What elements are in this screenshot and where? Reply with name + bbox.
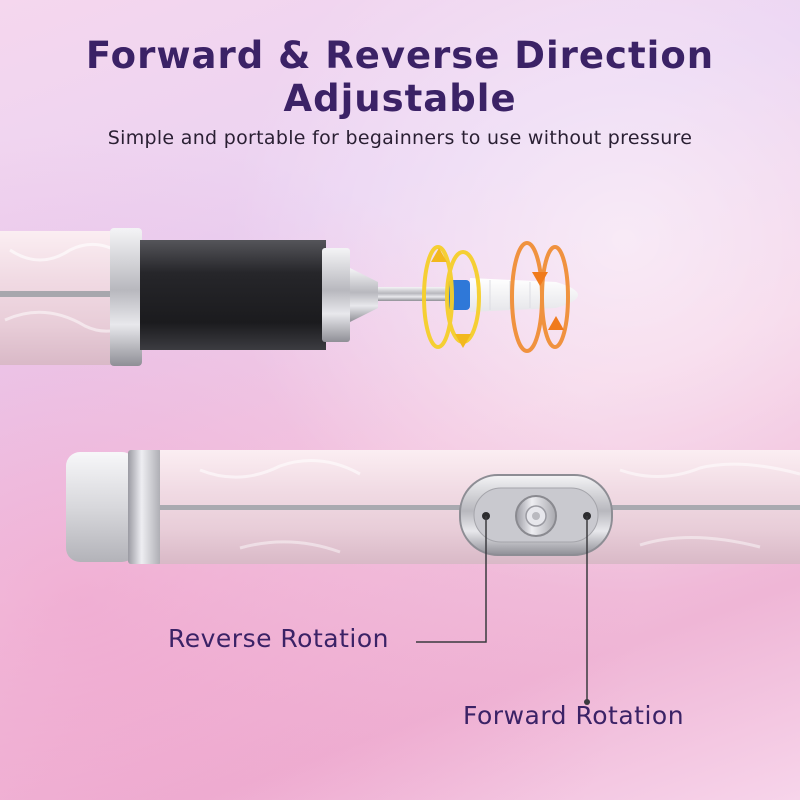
- lower-pen: [66, 450, 800, 564]
- ceramic-bit: [470, 278, 578, 312]
- reverse-rotation-label: Reverse Rotation: [168, 624, 389, 653]
- bit-shank: [378, 287, 448, 301]
- forward-rotation-label: Forward Rotation: [463, 701, 685, 730]
- arrow-up-icon: [548, 316, 564, 330]
- upper-nose-cone: [322, 248, 350, 342]
- arrow-up-icon: [431, 248, 447, 262]
- forward-rotation-rings: [510, 241, 570, 353]
- subheadline: Simple and portable for begainners to us…: [107, 127, 693, 149]
- upper-pen: [0, 228, 578, 366]
- lower-cap-ring: [128, 450, 162, 564]
- arrow-down-icon: [455, 334, 471, 348]
- upper-metal-collar: [110, 228, 142, 366]
- upper-pen-seam: [0, 291, 120, 297]
- arrow-down-icon: [532, 272, 548, 286]
- reverse-callout-line: [416, 516, 487, 643]
- headline-line-1: Forward & Reverse Direction: [85, 34, 715, 77]
- forward-callout-dot: [584, 699, 590, 705]
- headline-line-2: Adjustable: [283, 77, 517, 120]
- upper-chuck: [350, 268, 378, 322]
- lower-end-cap: [66, 452, 136, 562]
